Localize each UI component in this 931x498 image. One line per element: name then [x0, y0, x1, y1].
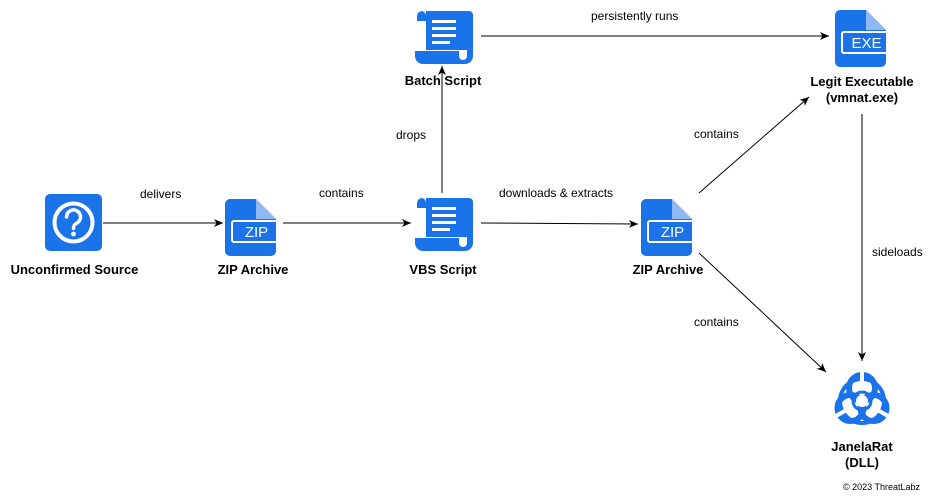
exe-badge: EXE [851, 35, 881, 52]
edge-contains-zip-dll [698, 252, 827, 373]
node-label-janelarat: JanelaRat (DLL) [812, 439, 912, 471]
zip-badge: ZIP [245, 224, 268, 241]
node-label-batch-script: Batch Script [404, 73, 482, 88]
edge-downloads-extracts [480, 219, 639, 228]
edge-label-contains-1: contains [319, 186, 364, 200]
edge-label-persistently-runs: persistently runs [591, 9, 679, 23]
zip-badge: ZIP [661, 224, 684, 241]
zip-file-icon: ZIP [641, 199, 698, 256]
edge-label-delivers: delivers [140, 187, 182, 201]
biohazard-icon [834, 371, 890, 425]
edge-label-drops: drops [396, 128, 427, 142]
copyright-notice: © 2023 ThreatLabz [843, 482, 921, 492]
edge-contains-zip-exe [698, 96, 810, 194]
script-scroll-icon [415, 198, 473, 251]
janelarat-name: JanelaRat [831, 439, 893, 454]
exe-file-icon: EXE [835, 10, 892, 67]
edge-label-sideloads: sideloads [872, 245, 923, 259]
node-label-unconfirmed-source: Unconfirmed Source [10, 262, 139, 277]
node-label-legit-executable: Legit Executable (vmnat.exe) [797, 74, 927, 106]
edge-label-contains-2: contains [694, 127, 739, 141]
zip-file-icon: ZIP [225, 199, 282, 256]
node-label-zip-archive-1: ZIP Archive [217, 262, 289, 277]
question-icon [45, 194, 102, 251]
script-scroll-icon [415, 11, 473, 64]
node-label-vbs-script: VBS Script [409, 262, 477, 277]
edge-label-downloads-extracts: downloads & extracts [499, 186, 614, 200]
janelarat-type: (DLL) [845, 455, 879, 470]
node-label-zip-archive-2: ZIP Archive [632, 262, 704, 277]
legit-executable-file: (vmnat.exe) [825, 90, 899, 105]
legit-executable-name: Legit Executable [810, 74, 914, 89]
edge-label-contains-3: contains [694, 315, 739, 329]
